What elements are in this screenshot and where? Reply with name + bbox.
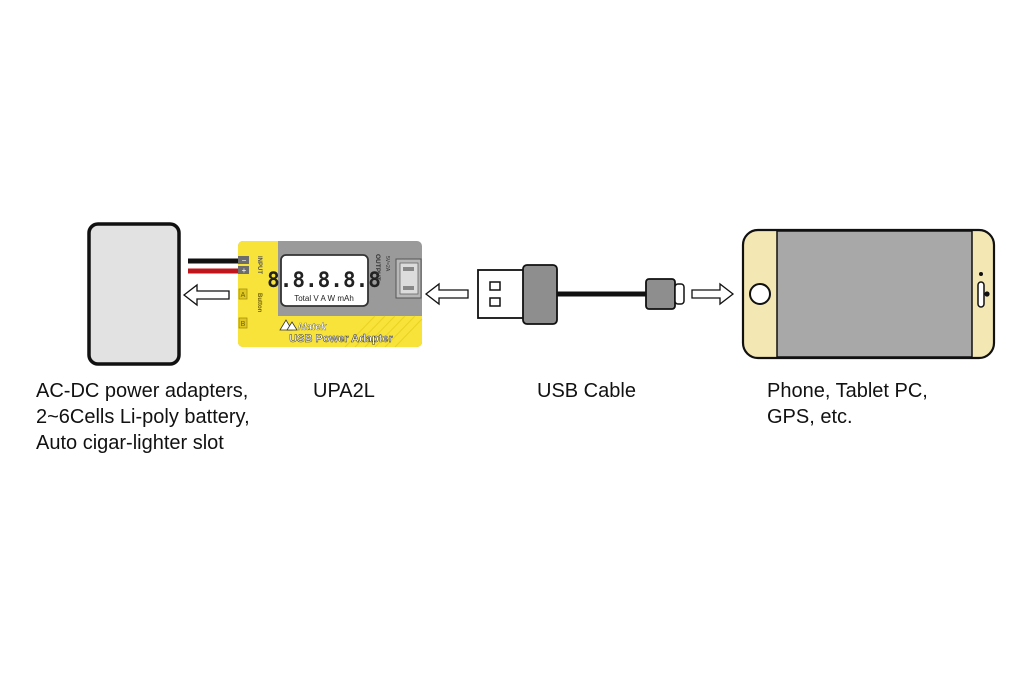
power-source-icon <box>87 222 181 366</box>
right-arrow-icon <box>691 282 735 306</box>
usb-output-port <box>395 258 422 299</box>
device-caption-line: Phone, Tablet PC, <box>767 380 928 402</box>
pad-b-label: B <box>241 321 246 328</box>
output-rating: 5V=2A <box>384 256 390 272</box>
product-name: USB Power Adapter <box>289 333 393 345</box>
output-label: OUTPUT <box>374 254 381 281</box>
lcd-digits: 8.8.8.8.8 <box>267 268 381 292</box>
input-plus-sign: + <box>242 266 247 275</box>
usb-power-adapter-board: − + INPUT A B Button 8.8.8.8.8 Total V A… <box>238 241 423 348</box>
left-arrow-icon <box>424 282 469 306</box>
power-wires <box>188 258 238 274</box>
lcd-display: 8.8.8.8.8 Total V A W mAh <box>267 254 381 307</box>
device-caption: Phone, Tablet PC, GPS, etc. <box>767 378 928 430</box>
device-caption-line: GPS, etc. <box>767 406 853 428</box>
usb-cable-icon <box>477 264 685 325</box>
input-minus-sign: − <box>242 256 247 265</box>
matek-logo: Matek <box>279 319 327 333</box>
adapter-caption: UPA2L <box>313 380 375 402</box>
power-source-caption: AC-DC power adapters, 2~6Cells Li-poly b… <box>36 378 250 456</box>
power-source-caption-line: Auto cigar-lighter slot <box>36 432 224 454</box>
cable-caption: USB Cable <box>537 380 636 402</box>
pad-a-label: A <box>241 292 246 299</box>
home-button-icon <box>749 283 771 305</box>
input-label: INPUT <box>256 256 262 274</box>
brand-name: Matek <box>298 322 327 333</box>
left-arrow-icon <box>182 283 230 307</box>
power-source-caption-line: 2~6Cells Li-poly battery, <box>36 406 250 428</box>
smartphone-icon <box>741 228 996 360</box>
power-source-caption-line: AC-DC power adapters, <box>36 380 249 402</box>
lcd-legend: Total V A W mAh <box>294 294 354 303</box>
button-label: Button <box>256 293 262 313</box>
